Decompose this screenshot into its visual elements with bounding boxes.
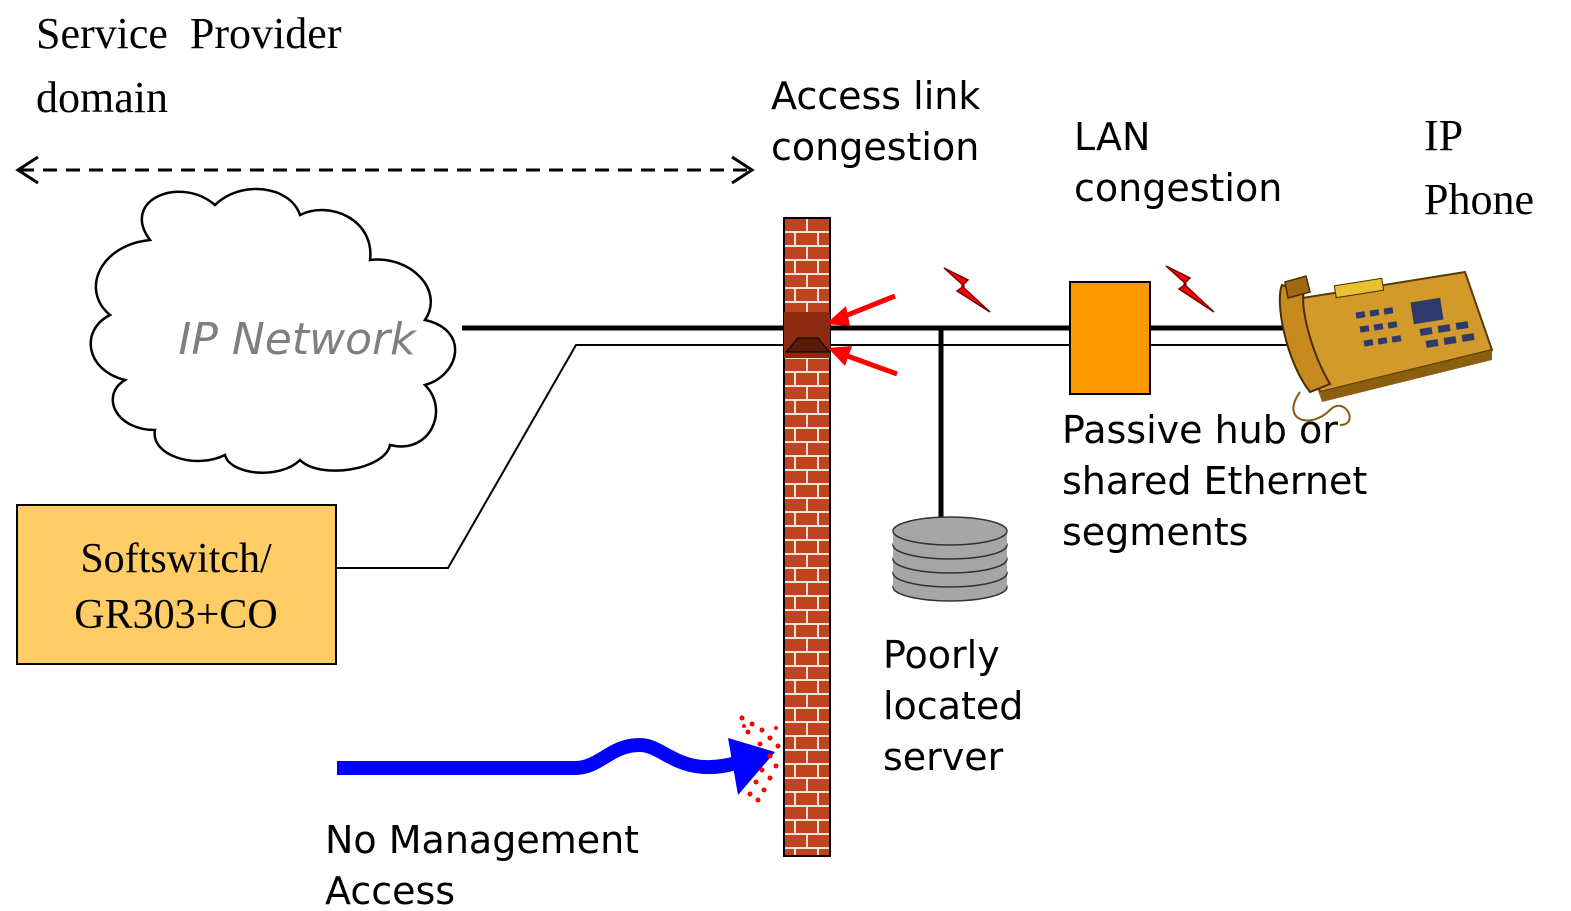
lightning-icon	[1165, 265, 1215, 313]
ip-phone-icon	[1278, 270, 1494, 426]
server-label-line1: Poorly	[883, 633, 1000, 677]
lan-congestion-label-line2: congestion	[1074, 166, 1282, 210]
softswitch-label-line2: GR303+CO	[74, 592, 277, 638]
lan-congestion-label-line1: LAN	[1074, 115, 1150, 159]
softswitch-link	[337, 344, 1295, 569]
lightning-icon	[943, 267, 991, 313]
ip-network-label: IP Network	[178, 314, 417, 365]
server-label-line3: server	[883, 735, 1004, 779]
access-link-label-line1: Access link	[771, 74, 980, 118]
access-link-label-line2: congestion	[771, 125, 979, 169]
mgmt-access-label-line2: Access	[325, 869, 455, 911]
ip-phone-label-line2: Phone	[1424, 175, 1534, 224]
passive-hub-box	[1069, 281, 1151, 395]
server-icon	[892, 516, 1008, 602]
softswitch-box: Softswitch/ GR303+CO	[16, 504, 337, 665]
firewall-wall	[783, 217, 832, 857]
hub-label-line2: shared Ethernet	[1062, 459, 1367, 503]
ip-network-cloud: IP Network	[89, 187, 457, 474]
softswitch-label-line1: Softswitch/	[80, 536, 272, 582]
network-links	[337, 325, 1295, 569]
service-provider-label-line2: domain	[36, 73, 168, 122]
service-provider-label-line1: Service Provider	[36, 9, 342, 58]
access-congestion-arrows	[826, 293, 898, 377]
hub-label-line3: segments	[1062, 510, 1248, 554]
service-provider-domain-arrow	[15, 155, 755, 185]
ip-phone-label-line1: IP	[1424, 111, 1463, 160]
mgmt-access-label-line1: No Management	[325, 818, 639, 862]
hub-label-line1: Passive hub or	[1062, 408, 1338, 452]
server-label-line2: located	[883, 684, 1023, 728]
management-access-arrow	[337, 715, 781, 803]
